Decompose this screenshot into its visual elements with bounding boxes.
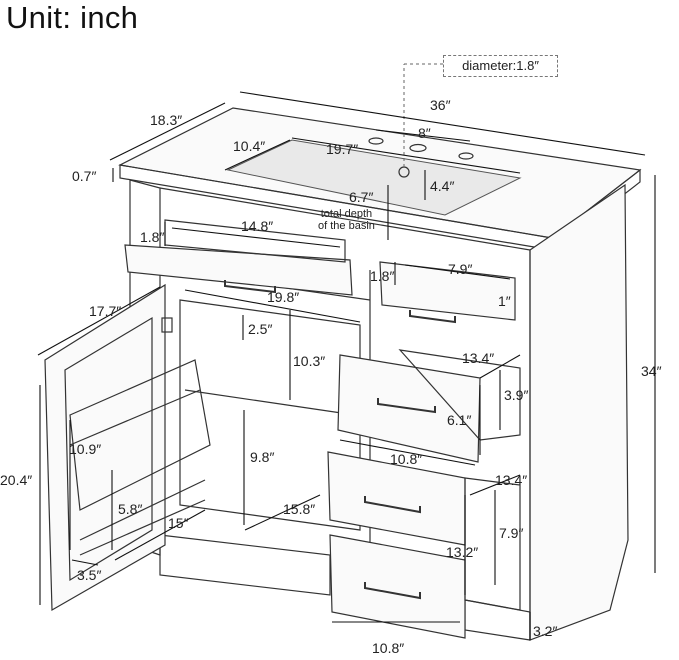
dim-door-thickness bbox=[71, 559, 99, 566]
cabinet-base bbox=[159, 534, 331, 596]
dim-label-drawer1-height: 3.9″ bbox=[504, 387, 529, 403]
dim-faucet bbox=[375, 129, 471, 142]
door-hinge bbox=[161, 317, 173, 333]
interior-shelf bbox=[184, 389, 356, 416]
dim-basin-width bbox=[291, 137, 521, 174]
dim-label-interior-width: 19.8″ bbox=[267, 289, 300, 305]
dim-label-interior-height: 10.3″ bbox=[293, 353, 326, 369]
interior-back bbox=[179, 299, 361, 531]
dim-basin-depth bbox=[224, 139, 291, 171]
dim-label-small-drawer-width: 7.9″ bbox=[448, 261, 473, 277]
dim-label-shelf-height: 9.8″ bbox=[250, 449, 275, 465]
dim-label-gap-top: 2.5″ bbox=[248, 321, 273, 337]
dim-label-rack-height: 10.9″ bbox=[69, 441, 102, 457]
dim-small-drawer bbox=[404, 264, 511, 280]
dim-label-rack-depth: 15″ bbox=[168, 515, 189, 531]
dim-label-width-top: 36″ bbox=[430, 97, 451, 113]
dim-drawer1-depth bbox=[479, 354, 521, 379]
drawer-bottom-2 bbox=[329, 534, 466, 639]
dim-label-drawer2-inner: 13.2″ bbox=[446, 544, 479, 560]
faucet-hole-right bbox=[458, 152, 474, 160]
basin-note: total depth of the basin bbox=[318, 208, 375, 232]
dim-label-small-drawer-height: 1.8″ bbox=[370, 268, 395, 284]
dim-label-basin-depth: 10.4″ bbox=[233, 138, 266, 154]
dim-label-false-drawer-height: 1.8″ bbox=[140, 229, 165, 245]
basin bbox=[226, 139, 522, 216]
dim-label-basin-side: 4.4″ bbox=[430, 178, 455, 194]
drawer-bottom-2-handle bbox=[364, 582, 421, 600]
small-drawer bbox=[379, 261, 516, 321]
diameter-callout: diameter:1.8″ bbox=[443, 55, 558, 77]
small-drawer-handle bbox=[409, 310, 456, 324]
dim-depth-top bbox=[109, 102, 226, 161]
basin-note-line-1: total depth bbox=[320, 208, 373, 220]
faucet-hole-center bbox=[409, 143, 427, 153]
dim-width-top bbox=[239, 91, 646, 156]
false-drawer-handle bbox=[224, 280, 276, 294]
cabinet-door-panel bbox=[64, 316, 153, 582]
drawer-top-handle bbox=[377, 398, 436, 414]
dim-false-drawer bbox=[171, 227, 341, 248]
basin-note-line-2: of the basin bbox=[318, 220, 375, 232]
dim-label-drawer1-width: 10.8″ bbox=[390, 451, 423, 467]
unit-title: Unit: inch bbox=[6, 0, 139, 35]
dim-label-drawer2-width: 10.8″ bbox=[372, 640, 405, 656]
dim-label-faucet: 8″ bbox=[418, 125, 431, 141]
dim-label-false-drawer-width: 14.8″ bbox=[241, 218, 274, 234]
dim-label-basin-width: 19.7″ bbox=[326, 141, 359, 157]
dim-rack-depth bbox=[114, 509, 206, 561]
dim-label-rack-lower: 5.8″ bbox=[118, 501, 143, 517]
dim-label-door-width: 17.7″ bbox=[89, 303, 122, 319]
faucet-hole-left bbox=[368, 137, 384, 145]
dim-label-drawer2-depth: 13.4″ bbox=[495, 472, 528, 488]
dim-label-top-thickness: 0.7″ bbox=[72, 168, 97, 184]
drawer-bottom-1-handle bbox=[364, 496, 421, 514]
cabinet-right-side bbox=[529, 183, 629, 641]
door-rack-bar-3 bbox=[79, 499, 206, 556]
dim-interior-width bbox=[184, 289, 361, 323]
dim-label-shelf-depth: 15.8″ bbox=[283, 501, 316, 517]
dim-label-drawer1-depth: 13.4″ bbox=[462, 350, 495, 366]
dim-label-total-height: 34″ bbox=[641, 363, 662, 379]
door-rack-bar-2 bbox=[79, 479, 206, 541]
dim-drawer1-width bbox=[339, 439, 476, 466]
cabinet-front-top bbox=[159, 187, 531, 251]
dim-shelf-depth bbox=[244, 494, 321, 531]
door-rack bbox=[69, 359, 211, 511]
dim-label-basin-total-depth: 6.7″ bbox=[349, 189, 374, 205]
dim-label-drawer1-inner: 6.1″ bbox=[447, 412, 472, 428]
dim-drawer2-depth bbox=[469, 474, 521, 496]
dim-label-depth-top: 18.3″ bbox=[150, 112, 183, 128]
dim-door-width bbox=[37, 286, 161, 356]
dim-label-door-height: 20.4″ bbox=[0, 472, 33, 488]
door-rack-bar bbox=[69, 389, 201, 446]
dim-label-door-thickness: 3.5″ bbox=[77, 567, 102, 583]
dim-label-small-drawer-depth: 1″ bbox=[498, 293, 511, 309]
dim-label-toe-kick: 3.2″ bbox=[533, 623, 558, 639]
dim-label-drawer2-height: 7.9″ bbox=[499, 525, 524, 541]
drawer-top-box bbox=[398, 349, 521, 441]
cabinet-door bbox=[44, 283, 166, 612]
